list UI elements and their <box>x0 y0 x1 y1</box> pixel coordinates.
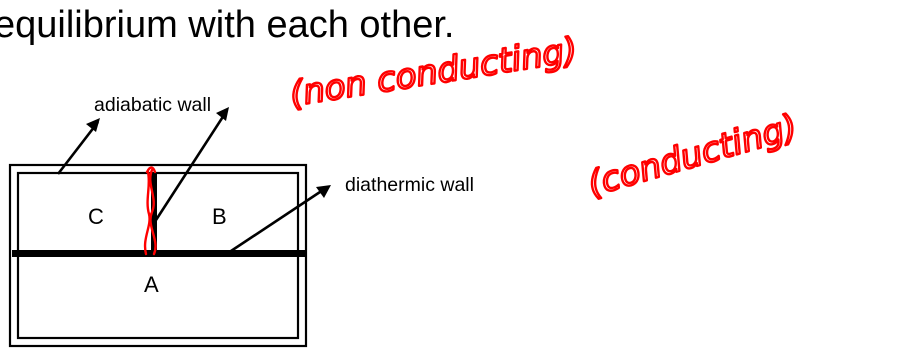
handwritten-highlight-scribble <box>143 166 157 256</box>
adiabatic-arrow-to-outer-wall <box>56 118 100 175</box>
diathermic-wall-label: diathermic wall <box>345 174 474 196</box>
diathermic-arrow <box>227 185 331 255</box>
slide-heading: equilibrium with each other. <box>0 4 455 46</box>
handwritten-note-non-conducting: (non conducting) <box>287 30 580 115</box>
adiabatic-wall-label: adiabatic wall <box>94 94 211 116</box>
handwritten-note-conducting: (conducting) <box>583 107 801 205</box>
diathermic-wall <box>12 250 306 257</box>
compartment-a-label: A <box>144 272 159 297</box>
adiabatic-wall-partition <box>151 172 157 252</box>
compartment-b-label: B <box>212 204 227 229</box>
compartment-c-label: C <box>88 204 104 229</box>
adiabatic-arrow-to-partition <box>154 107 229 221</box>
